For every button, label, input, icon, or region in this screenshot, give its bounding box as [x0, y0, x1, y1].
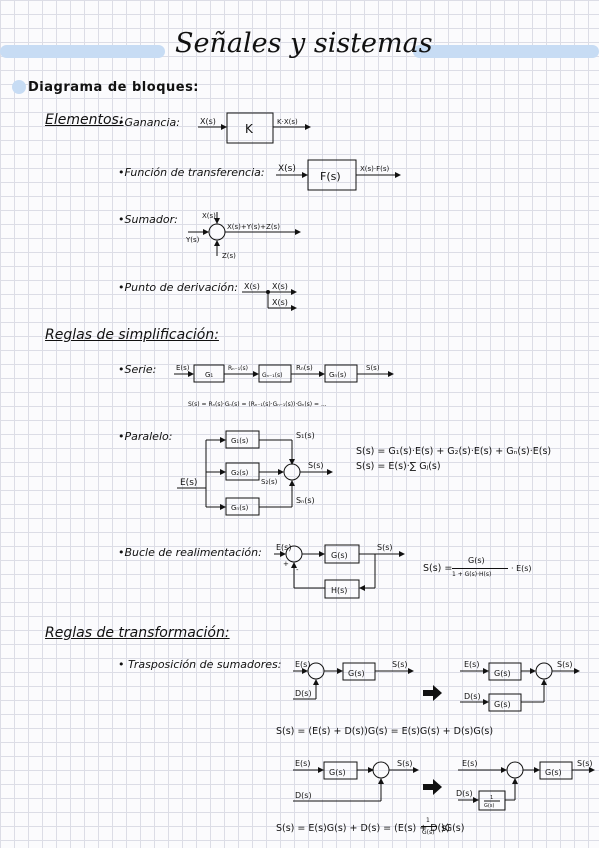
transformacion-fraction-bar [421, 826, 437, 827]
serie-diagram: E(s) G₁ Rₙ₋₁(s) Gₙ₋₁(s) Rₙ(s) Gₙ(s) S(s) [174, 364, 394, 383]
serie-s1-text: Rₙ₋₁(s) [228, 365, 248, 372]
serie-s2-text: Rₙ(s) [296, 364, 313, 372]
bucle-formula-den: 1 + G(s)·H(s) [452, 571, 492, 578]
d4-e-text: E(s) [462, 759, 477, 768]
d4-s-text: S(s) [577, 759, 593, 768]
sumador-out-text: X(s)+Y(s)+Z(s) [227, 223, 280, 231]
bullet-dot [12, 80, 26, 94]
sumador-diagram: X(s) Y(s) Z(s) X(s)+Y(s)+Z(s) [185, 212, 301, 260]
derivacion-label: •Punto de derivación: [118, 281, 238, 294]
d2-e-text: E(s) [464, 660, 479, 669]
d2-s-text: S(s) [557, 660, 573, 669]
transformacion-formula-2b: )G(s) [441, 823, 465, 834]
bucle-formula-num: G(s) [468, 556, 485, 565]
bucle-label: •Bucle de realimentación: [118, 546, 262, 559]
paralelo-formula-2: S(s) = E(s)·∑ Gⱼ(s) [356, 461, 441, 472]
bucle-fraction-bar [452, 568, 508, 569]
d3-e-text: E(s) [295, 759, 310, 768]
bucle-in-text: E(s) [276, 543, 291, 552]
title-banner-left [0, 45, 165, 58]
ganancia-diagram: X(s) K K·X(s) [198, 112, 311, 144]
d3-g-text: G(s) [329, 768, 346, 777]
title-banner-right [413, 45, 599, 58]
paralelo-b1-text: G₁(s) [231, 437, 249, 445]
ganancia-label: •Ganancia: [118, 116, 180, 129]
funcion-diagram: X(s) F(s) X(s)·F(s) [276, 159, 401, 191]
bucle-out-text: S(s) [377, 543, 393, 552]
funcion-label: •Función de transferencia: [118, 166, 265, 179]
derivacion-out2-text: X(s) [272, 298, 288, 307]
bucle-formula-rhs: · E(s) [511, 564, 532, 573]
serie-formula: S(s) = Rₙ(s)·Gₙ(s) = (Rₙ₋₁(s)·Gₙ₋₁(s))·G… [188, 401, 327, 408]
ganancia-out-text: K·X(s) [277, 118, 298, 126]
trasposicion-diagram-2: E(s) D(s) G(s) G(s) S(s) [460, 660, 580, 712]
trasposicion-diagram-1: E(s) D(s) G(s) S(s) [293, 660, 414, 700]
trasposicion-label: • Trasposición de sumadores: [118, 658, 282, 671]
transformacion-heading: Reglas de transformación: [45, 625, 230, 641]
transformacion-formula-2-den: G(s) [422, 829, 435, 836]
d2-g2-text: G(s) [494, 700, 511, 709]
paralelo-out-text: S(s) [308, 461, 324, 470]
trasposicion-diagram-4: E(s) D(s) G(s) 1 G(s) S(s) [456, 759, 595, 811]
bucle-h-text: H(s) [331, 586, 347, 595]
serie-b2-text: Gₙ₋₁(s) [262, 372, 282, 379]
paralelo-s1-text: S₁(s) [296, 431, 315, 440]
funcion-block-text: F(s) [320, 170, 341, 183]
paralelo-s2-text: S₂(s) [261, 478, 278, 486]
sumador-label: •Sumador: [118, 213, 178, 226]
page-title: Señales y sistemas [175, 28, 433, 59]
serie-label: •Serie: [118, 363, 157, 376]
paralelo-b3-text: Gₙ(s) [231, 504, 249, 512]
paralelo-in-text: E(s) [180, 478, 197, 488]
d3-d-text: D(s) [295, 791, 312, 800]
serie-in-text: E(s) [176, 364, 190, 372]
transformacion-formula-2-num: 1 [426, 817, 430, 824]
d1-e-text: E(s) [295, 660, 310, 669]
sumador-bottom-text: Z(s) [222, 252, 236, 260]
paralelo-b2-text: G₂(s) [231, 469, 249, 477]
transformacion-formula-1: S(s) = (E(s) + D(s))G(s) = E(s)G(s) + D(… [276, 726, 494, 737]
ganancia-in-text: X(s) [200, 117, 216, 126]
elementos-heading: Elementos: [45, 112, 124, 128]
bucle-minus-sign: - [296, 566, 299, 574]
derivacion-out1-text: X(s) [272, 282, 288, 291]
bucle-diagram: E(s) G(s) H(s) S(s) + - [274, 543, 405, 599]
transform-arrow-1 [423, 685, 442, 701]
d2-d-text: D(s) [464, 692, 481, 701]
funcion-out-text: X(s)·F(s) [360, 165, 390, 173]
trasposicion-diagram-3: E(s) D(s) G(s) S(s) [293, 759, 419, 802]
bucle-plus-sign: + [283, 560, 289, 568]
paralelo-label: •Paralelo: [118, 430, 173, 443]
d4-inv-num-text: 1 [490, 795, 493, 801]
paralelo-diagram: E(s) G₁(s) G₂(s) Gₙ(s) S₁(s) S₂(s) Sₙ(s)… [177, 430, 333, 516]
transformacion-formula-2a: S(s) = E(s)G(s) + D(s) = (E(s) + D(s) [276, 823, 450, 834]
d2-g1-text: G(s) [494, 669, 511, 678]
d4-d-text: D(s) [456, 789, 473, 798]
sumador-left-text: Y(s) [185, 236, 200, 244]
d4-g-text: G(s) [545, 768, 562, 777]
bucle-formula-lhs: S(s) = [423, 563, 453, 574]
section-heading: Diagrama de bloques: [28, 80, 200, 95]
paralelo-sn-text: Sₙ(s) [296, 496, 315, 505]
bucle-g-text: G(s) [331, 551, 348, 560]
d1-d-text: D(s) [295, 689, 312, 698]
serie-b3-text: Gₙ(s) [329, 371, 347, 379]
d1-g-text: G(s) [348, 669, 365, 678]
funcion-in-text: X(s) [278, 164, 296, 174]
d3-s-text: S(s) [397, 759, 413, 768]
ganancia-block-text: K [245, 122, 254, 136]
d1-s-text: S(s) [392, 660, 408, 669]
paralelo-formula-1: S(s) = G₁(s)·E(s) + G₂(s)·E(s) + Gₙ(s)·E… [356, 446, 552, 457]
derivacion-diagram: X(s) X(s) X(s) [242, 282, 297, 311]
serie-out-text: S(s) [366, 364, 380, 372]
derivacion-in-text: X(s) [244, 282, 260, 291]
d4-inv-den-text: G(s) [484, 803, 494, 809]
transform-arrow-2 [423, 779, 442, 795]
simplificacion-heading: Reglas de simplificación: [45, 327, 219, 343]
serie-b1-text: G₁ [205, 371, 213, 379]
sumador-top-text: X(s) [202, 212, 216, 220]
